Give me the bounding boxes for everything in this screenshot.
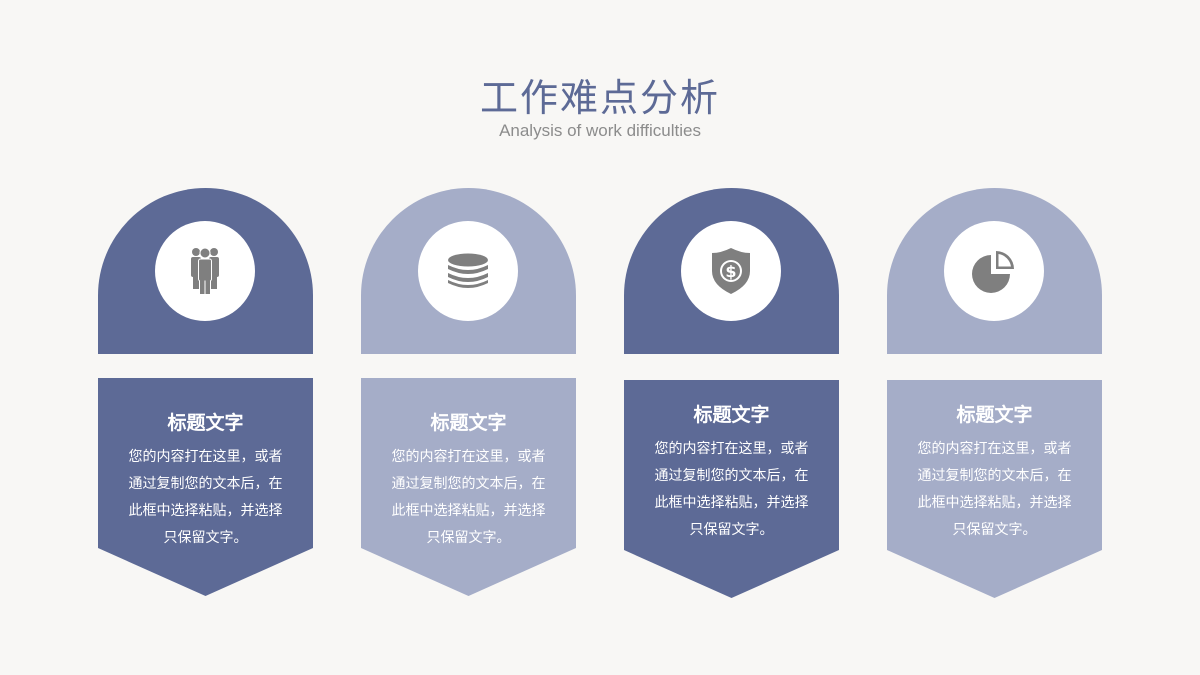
- card-text: 您的内容打在这里，或者 通过复制您的文本后，在 此框中选择粘贴，并选择 只保留文…: [391, 449, 546, 546]
- icon-circle: $: [681, 221, 781, 321]
- card-title: 标题文字: [167, 412, 244, 434]
- card-1-top: [98, 188, 313, 354]
- card-4-body: 标题文字 您的内容打在这里，或者 通过复制您的文本后，在 此框中选择粘贴，并选择…: [887, 380, 1102, 598]
- database-coins-icon: [446, 253, 490, 289]
- icon-circle: [155, 221, 255, 321]
- card-3-top: $: [624, 188, 839, 354]
- card-4-top: [887, 188, 1102, 354]
- card-title: 标题文字: [430, 412, 507, 434]
- card-2-body: 标题文字 您的内容打在这里，或者 通过复制您的文本后，在 此框中选择粘贴，并选择…: [361, 378, 576, 596]
- card-1-body: 标题文字 您的内容打在这里，或者 通过复制您的文本后，在 此框中选择粘贴，并选择…: [98, 378, 313, 596]
- pie-chart-icon: [972, 249, 1016, 293]
- card-text: 您的内容打在这里，或者 通过复制您的文本后，在 此框中选择粘贴，并选择 只保留文…: [917, 441, 1072, 538]
- page-subtitle: Analysis of work difficulties: [499, 121, 701, 140]
- card-3-body: 标题文字 您的内容打在这里，或者 通过复制您的文本后，在 此框中选择粘贴，并选择…: [624, 380, 839, 598]
- card-title: 标题文字: [956, 404, 1033, 426]
- icon-circle: [418, 221, 518, 321]
- card-2-top: [361, 188, 576, 354]
- shield-dollar-icon: $: [711, 247, 751, 295]
- page-title: 工作难点分析: [479, 76, 720, 120]
- card-text: 您的内容打在这里，或者 通过复制您的文本后，在 此框中选择粘贴，并选择 只保留文…: [654, 441, 809, 538]
- icon-circle: [944, 221, 1044, 321]
- card-text: 您的内容打在这里，或者 通过复制您的文本后，在 此框中选择粘贴，并选择 只保留文…: [128, 449, 283, 546]
- card-title: 标题文字: [693, 404, 770, 426]
- svg-text:$: $: [725, 262, 736, 281]
- people-group-icon: [189, 247, 221, 295]
